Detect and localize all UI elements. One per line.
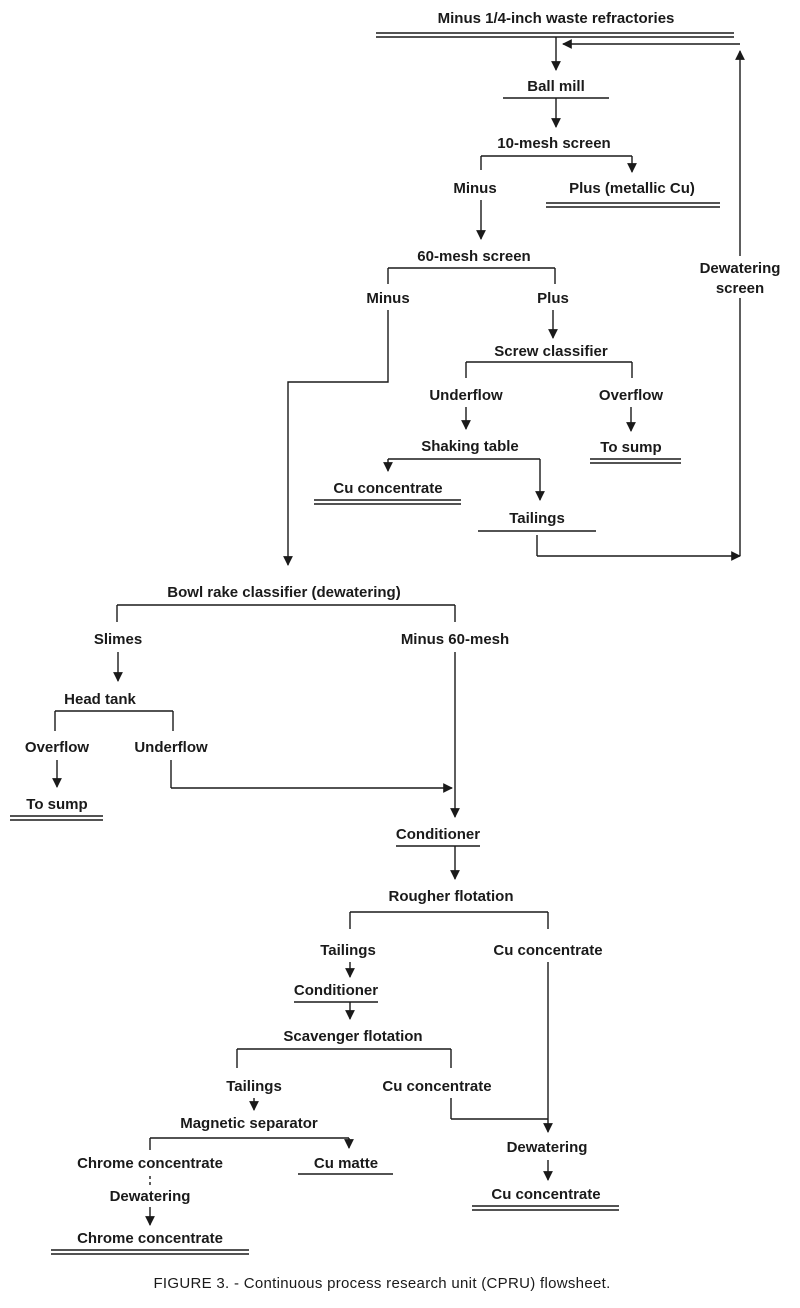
rougher-cu-concentrate-label: Cu concentrate	[493, 942, 602, 959]
dewatering-screen-label-line1: Dewatering	[700, 260, 781, 277]
chrome-concentrate-1-label: Chrome concentrate	[77, 1155, 223, 1172]
rougher-flotation-label: Rougher flotation	[389, 888, 514, 905]
screen-60-minus-label: Minus	[366, 290, 409, 307]
dewatering-cu-label: Dewatering	[507, 1139, 588, 1156]
screen-10-plus-label: Plus (metallic Cu)	[569, 180, 695, 197]
scavenger-cu-concentrate-label: Cu concentrate	[382, 1078, 491, 1095]
dewatering-chrome-label: Dewatering	[110, 1188, 191, 1205]
table-tailings-label: Tailings	[509, 510, 565, 527]
table-cu-concentrate-label: Cu concentrate	[333, 480, 442, 497]
feed-label: Minus 1/4-inch waste refractories	[438, 10, 675, 27]
magnetic-separator-label: Magnetic separator	[180, 1115, 318, 1132]
screen-10-minus-label: Minus	[453, 180, 496, 197]
minus-60-mesh-label: Minus 60-mesh	[401, 631, 509, 648]
conditioner-2-label: Conditioner	[294, 982, 378, 999]
ball-mill-label: Ball mill	[527, 78, 585, 95]
final-cu-concentrate-label: Cu concentrate	[491, 1186, 600, 1203]
screen-60-mesh-label: 60-mesh screen	[417, 248, 530, 265]
screen-60-plus-label: Plus	[537, 290, 569, 307]
chrome-concentrate-2-label: Chrome concentrate	[77, 1230, 223, 1247]
screen-10-mesh-label: 10-mesh screen	[497, 135, 610, 152]
screw-overflow-label: Overflow	[599, 387, 664, 404]
slimes-label: Slimes	[94, 631, 142, 648]
screw-classifier-label: Screw classifier	[494, 343, 608, 360]
cu-matte-label: Cu matte	[314, 1155, 378, 1172]
head-overflow-label: Overflow	[25, 739, 90, 756]
shaking-table-label: Shaking table	[421, 438, 519, 455]
screw-underflow-label: Underflow	[429, 387, 503, 404]
head-to-sump-label: To sump	[26, 796, 87, 813]
head-underflow-label: Underflow	[134, 739, 208, 756]
head-tank-label: Head tank	[64, 691, 136, 708]
conditioner-1-label: Conditioner	[396, 826, 480, 843]
dewatering-screen-label-line2: screen	[716, 280, 764, 297]
scavenger-tailings-label: Tailings	[226, 1078, 282, 1095]
rougher-tailings-label: Tailings	[320, 942, 376, 959]
bowl-rake-classifier-label: Bowl rake classifier (dewatering)	[167, 584, 400, 601]
figure-caption: FIGURE 3. - Continuous process research …	[153, 1275, 610, 1292]
screw-to-sump-label: To sump	[600, 439, 661, 456]
scavenger-flotation-label: Scavenger flotation	[283, 1028, 422, 1045]
